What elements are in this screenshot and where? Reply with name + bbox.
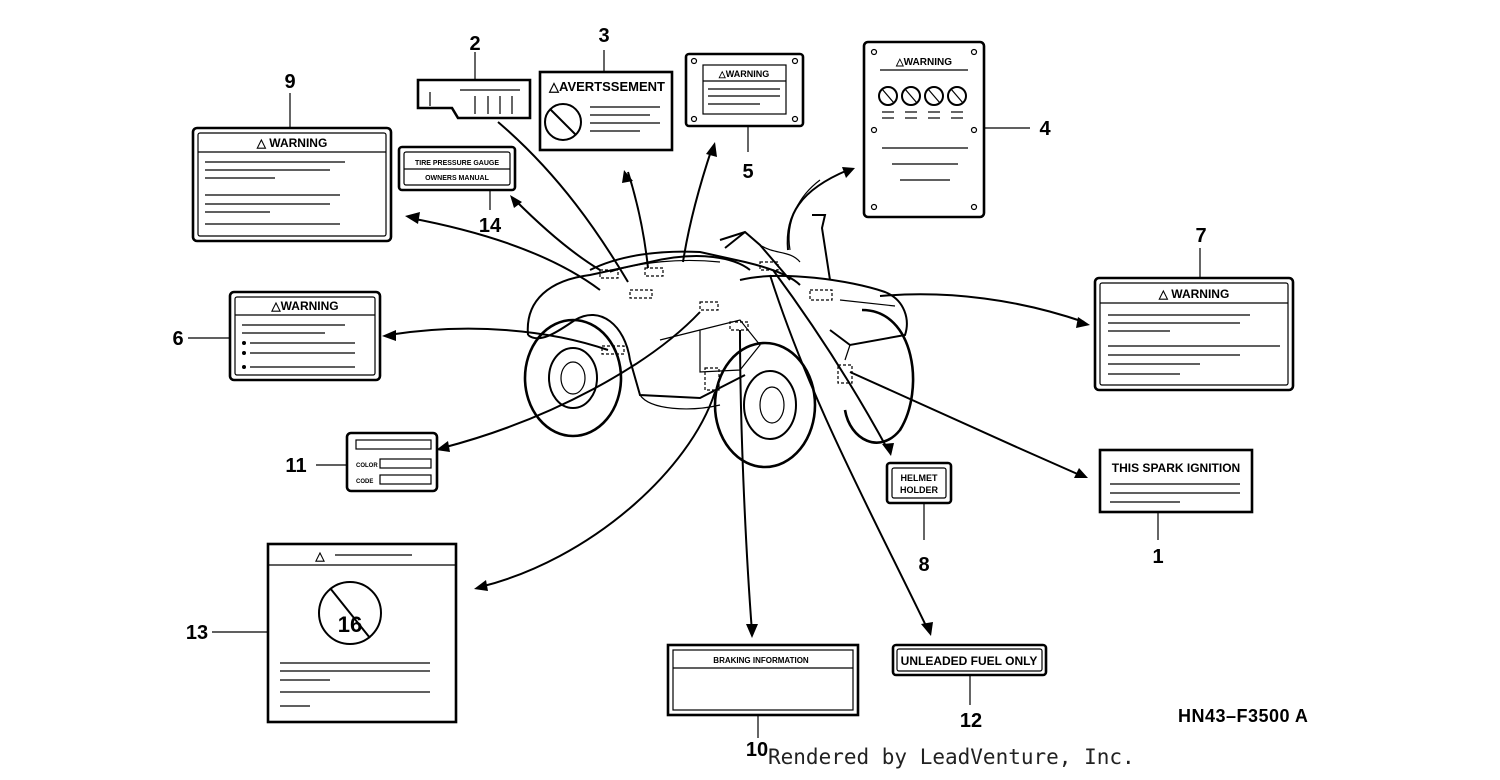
arrowheads (382, 142, 1090, 638)
callout-2: 2 (469, 33, 480, 55)
label-13-age-warning: △ 16 (266, 542, 458, 724)
svg-text:△WARNING: △WARNING (270, 299, 338, 313)
svg-text:CODE: CODE (356, 479, 373, 485)
diagram-reference-code: HN43–F3500 A (1178, 706, 1309, 726)
label-7-warning: △ WARNING (1093, 276, 1295, 392)
svg-text:16: 16 (338, 612, 362, 637)
callout-10: 10 (746, 739, 768, 761)
label-1-spark-ignition: THIS SPARK IGNITION (1098, 448, 1254, 514)
warning-triangle-icon: △ (256, 136, 270, 150)
warning-triangle-icon: △ (548, 79, 560, 94)
svg-text:△WARNING: △WARNING (718, 69, 769, 79)
label-11-color-code: COLOR CODE (345, 431, 439, 493)
callout-11: 11 (285, 455, 306, 477)
svg-text:UNLEADED FUEL ONLY: UNLEADED FUEL ONLY (901, 654, 1038, 668)
callout-1: 1 (1152, 546, 1163, 568)
callout-6: 6 (172, 328, 183, 350)
label-5-warning: △WARNING (684, 52, 805, 128)
callout-5: 5 (742, 161, 753, 183)
callout-7: 7 (1195, 225, 1206, 247)
callout-12: 12 (960, 710, 982, 732)
callout-9: 9 (284, 71, 295, 93)
svg-text:△WARNING: △WARNING (895, 57, 952, 68)
label-8-helmet-holder: HELMET HOLDER (885, 461, 953, 505)
svg-text:△AVERTSSEMENT: △AVERTSSEMENT (548, 79, 665, 94)
warning-triangle-icon: △ (270, 299, 281, 313)
callout-13: 13 (186, 622, 208, 644)
label-2 (416, 78, 532, 120)
svg-text:HOLDER: HOLDER (900, 485, 939, 495)
label-12-unleaded-fuel: UNLEADED FUEL ONLY (891, 643, 1048, 677)
no-passenger-icon (901, 86, 921, 106)
warning-triangle-icon: △ (314, 549, 325, 563)
label-4-warning: △WARNING (862, 40, 986, 219)
svg-text:HELMET: HELMET (901, 473, 939, 483)
label-3-avertissement: △AVERTSSEMENT (538, 70, 674, 152)
label-14-tire-gauge: TIRE PRESSURE GAUGE OWNERS MANUAL (397, 145, 517, 192)
svg-text:COLOR: COLOR (356, 463, 378, 469)
callout-8: 8 (918, 554, 929, 576)
warning-triangle-icon: △ (1158, 287, 1172, 301)
svg-text:△ WARNING: △ WARNING (1158, 287, 1230, 301)
no-passenger-icon (544, 103, 582, 141)
callout-14: 14 (479, 215, 502, 237)
leader-lines (387, 121, 1085, 633)
svg-text:TIRE PRESSURE GAUGE: TIRE PRESSURE GAUGE (415, 160, 499, 167)
render-credit: Rendered by LeadVenture, Inc. (768, 745, 1135, 769)
warning-triangle-icon: △ (895, 57, 904, 68)
callout-4: 4 (1039, 118, 1051, 140)
label-10-braking-info: BRAKING INFORMATION (666, 643, 860, 717)
helmet-required-icon (947, 86, 967, 106)
no-pavement-icon (924, 86, 944, 106)
age-restriction-icon (878, 86, 898, 106)
label-9-warning: △ WARNING (191, 126, 393, 243)
callout-3: 3 (598, 25, 609, 47)
atv-illustration (523, 179, 915, 469)
svg-text:THIS SPARK IGNITION: THIS SPARK IGNITION (1112, 461, 1240, 475)
warning-triangle-icon: △ (718, 69, 727, 79)
svg-text:△ WARNING: △ WARNING (256, 136, 328, 150)
svg-text:OWNERS MANUAL: OWNERS MANUAL (425, 175, 489, 182)
label-6-warning: △WARNING (228, 290, 382, 382)
svg-text:BRAKING INFORMATION: BRAKING INFORMATION (713, 656, 809, 665)
age-restriction-icon (318, 581, 382, 645)
